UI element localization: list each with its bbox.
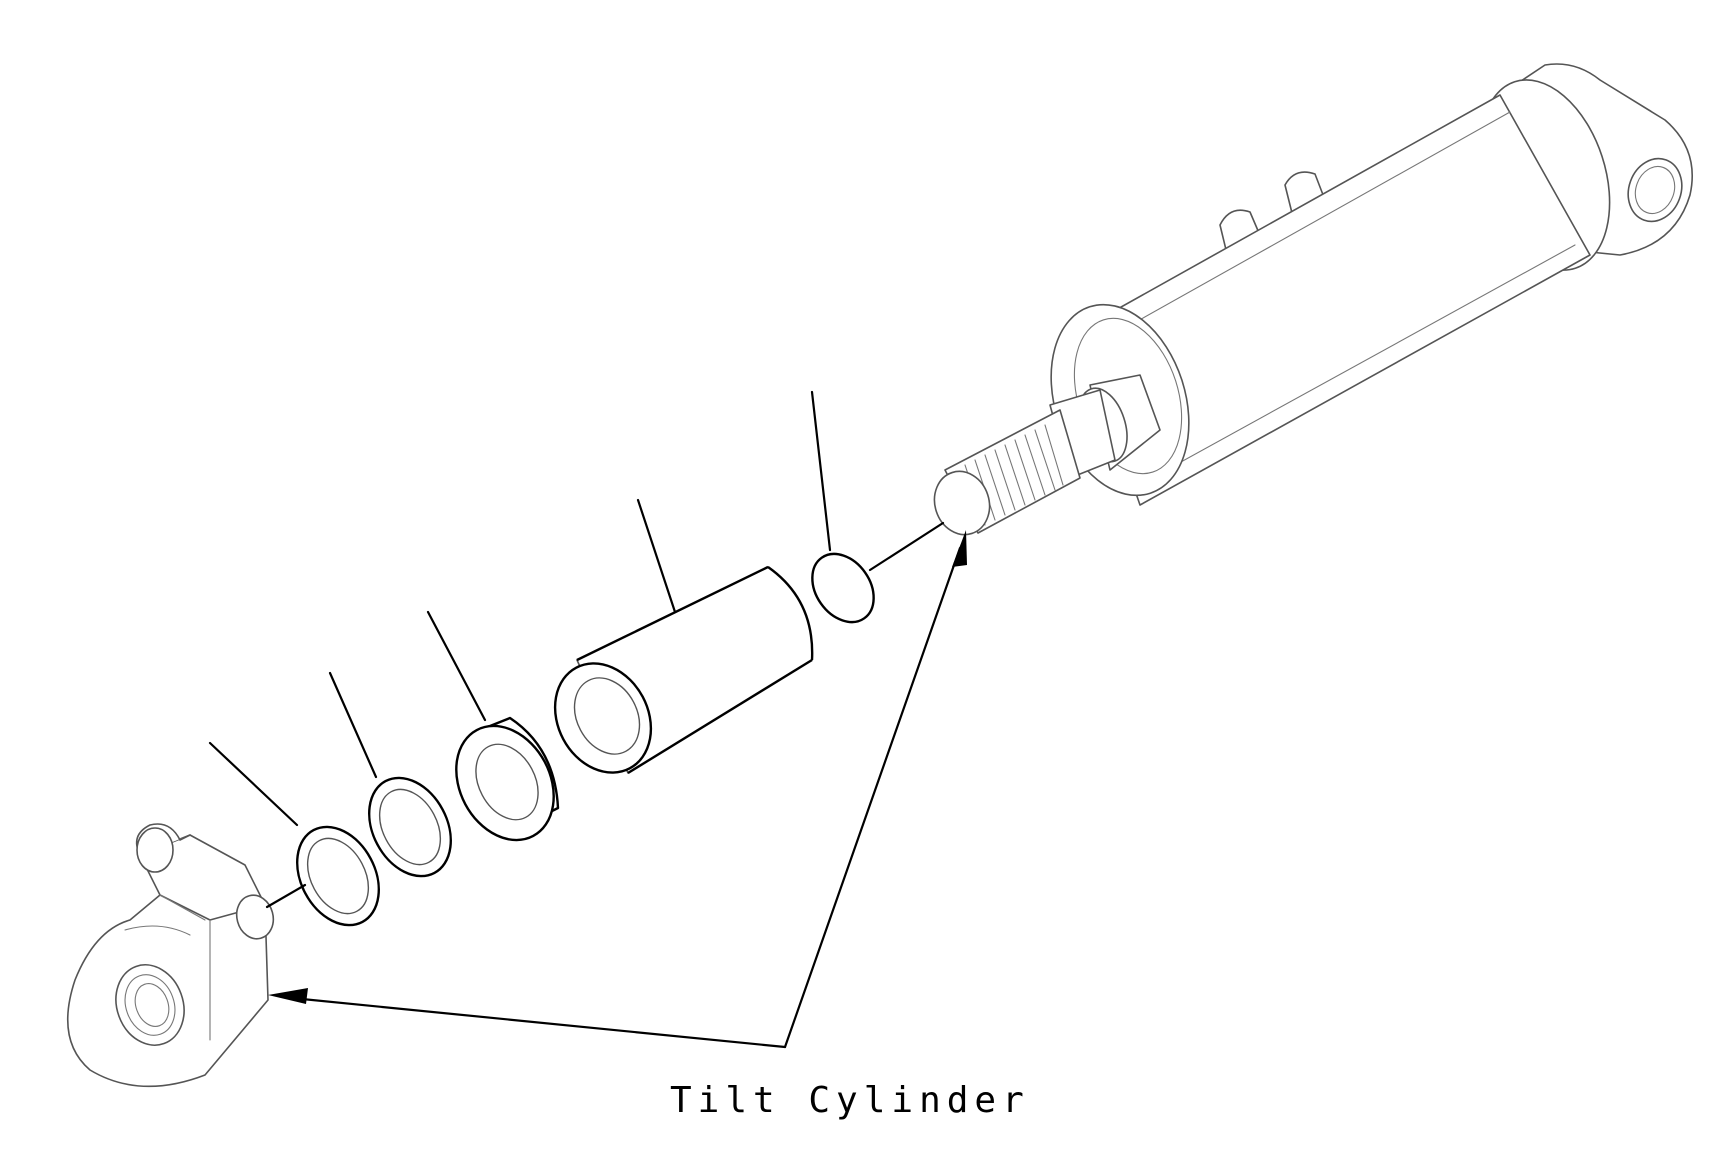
threaded-rod-end bbox=[933, 374, 1161, 536]
washer-1 bbox=[296, 825, 380, 927]
assembly-axis-lines bbox=[265, 521, 945, 909]
arrowhead-rod bbox=[952, 530, 967, 567]
o-ring bbox=[811, 552, 875, 624]
callout-leaders bbox=[208, 390, 832, 827]
rod-end-clevis bbox=[66, 823, 275, 1088]
cylinder-body bbox=[1050, 63, 1693, 506]
callout-arrows bbox=[268, 530, 967, 1049]
arrowhead-clevis bbox=[268, 988, 308, 1004]
thick-washer bbox=[455, 716, 560, 842]
washer-2 bbox=[368, 776, 452, 878]
sleeve bbox=[553, 565, 814, 775]
tilt-cylinder-label: Tilt Cylinder bbox=[670, 1080, 1030, 1121]
